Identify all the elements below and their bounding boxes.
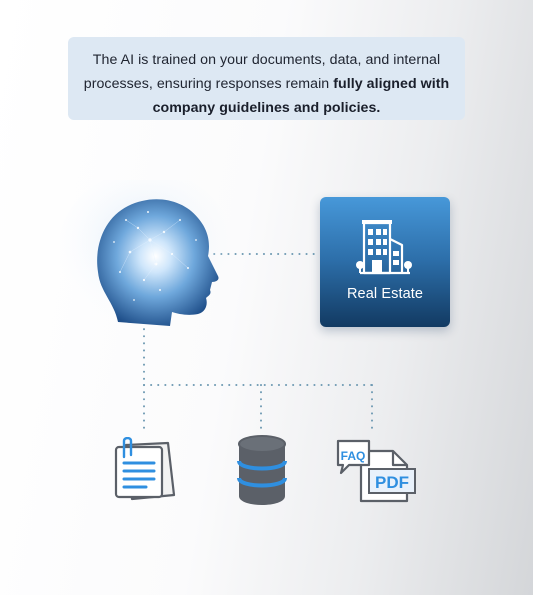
- pdf-label: PDF: [375, 473, 409, 492]
- description-bold-text: fully aligned with company guidelines an…: [152, 76, 450, 116]
- building-icon: [356, 220, 412, 275]
- description-box: The AI is trained on your documents, dat…: [68, 37, 465, 120]
- notepad-icon: [114, 437, 176, 501]
- ai-head-image: [58, 170, 240, 350]
- real-estate-label: Real Estate: [346, 286, 424, 302]
- database-icon: [237, 435, 287, 505]
- faq-pdf-icon: PDF FAQ: [336, 439, 416, 503]
- head-silhouette: [97, 199, 219, 326]
- real-estate-card: Real Estate: [320, 197, 450, 327]
- faq-label: FAQ: [341, 449, 366, 463]
- description-text: The AI is trained on your documents, dat…: [83, 52, 441, 92]
